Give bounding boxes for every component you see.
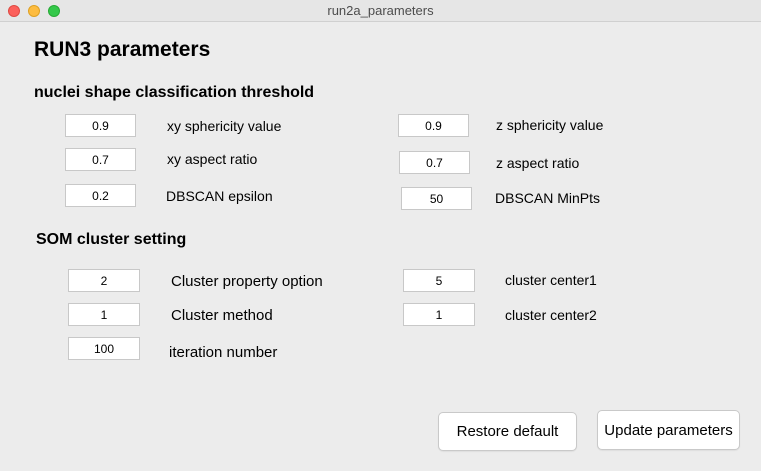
som-section-title: SOM cluster setting — [36, 231, 187, 248]
maximize-window-button[interactable] — [48, 5, 60, 17]
z-sphericity-label: z sphericity value — [496, 117, 604, 133]
cluster-center1-label: cluster center1 — [505, 272, 597, 288]
cluster-property-input[interactable] — [68, 269, 140, 292]
xy-sphericity-input[interactable] — [65, 114, 136, 137]
dbscan-epsilon-label: DBSCAN epsilon — [166, 188, 273, 204]
nuclei-section-title: nuclei shape classification threshold — [34, 84, 315, 101]
minimize-window-button[interactable] — [28, 5, 40, 17]
iteration-number-label: iteration number — [169, 344, 278, 361]
window-title: run2a_parameters — [327, 3, 434, 18]
xy-sphericity-label: xy sphericity value — [167, 118, 282, 134]
z-aspect-ratio-input[interactable] — [399, 151, 470, 174]
update-parameters-button[interactable]: Update parameters — [597, 410, 740, 450]
z-aspect-ratio-label: z aspect ratio — [496, 155, 580, 171]
dbscan-epsilon-input[interactable] — [65, 184, 136, 207]
xy-aspect-ratio-input[interactable] — [65, 148, 136, 171]
iteration-number-input[interactable] — [68, 337, 140, 360]
xy-aspect-ratio-label: xy aspect ratio — [167, 151, 258, 167]
dbscan-minpts-label: DBSCAN MinPts — [495, 190, 601, 206]
cluster-center2-input[interactable] — [403, 303, 475, 326]
parameters-panel: RUN3 parameters nuclei shape classificat… — [0, 22, 761, 471]
dbscan-minpts-input[interactable] — [401, 187, 472, 210]
page-title: RUN3 parameters — [34, 38, 211, 61]
cluster-method-input[interactable] — [68, 303, 140, 326]
cluster-property-label: Cluster property option — [171, 273, 323, 290]
z-sphericity-input[interactable] — [398, 114, 469, 137]
cluster-center1-input[interactable] — [403, 269, 475, 292]
restore-default-button[interactable]: Restore default — [438, 412, 577, 451]
cluster-center2-label: cluster center2 — [505, 307, 597, 323]
title-bar: run2a_parameters — [0, 0, 761, 22]
cluster-method-label: Cluster method — [171, 307, 273, 324]
close-window-button[interactable] — [8, 5, 20, 17]
